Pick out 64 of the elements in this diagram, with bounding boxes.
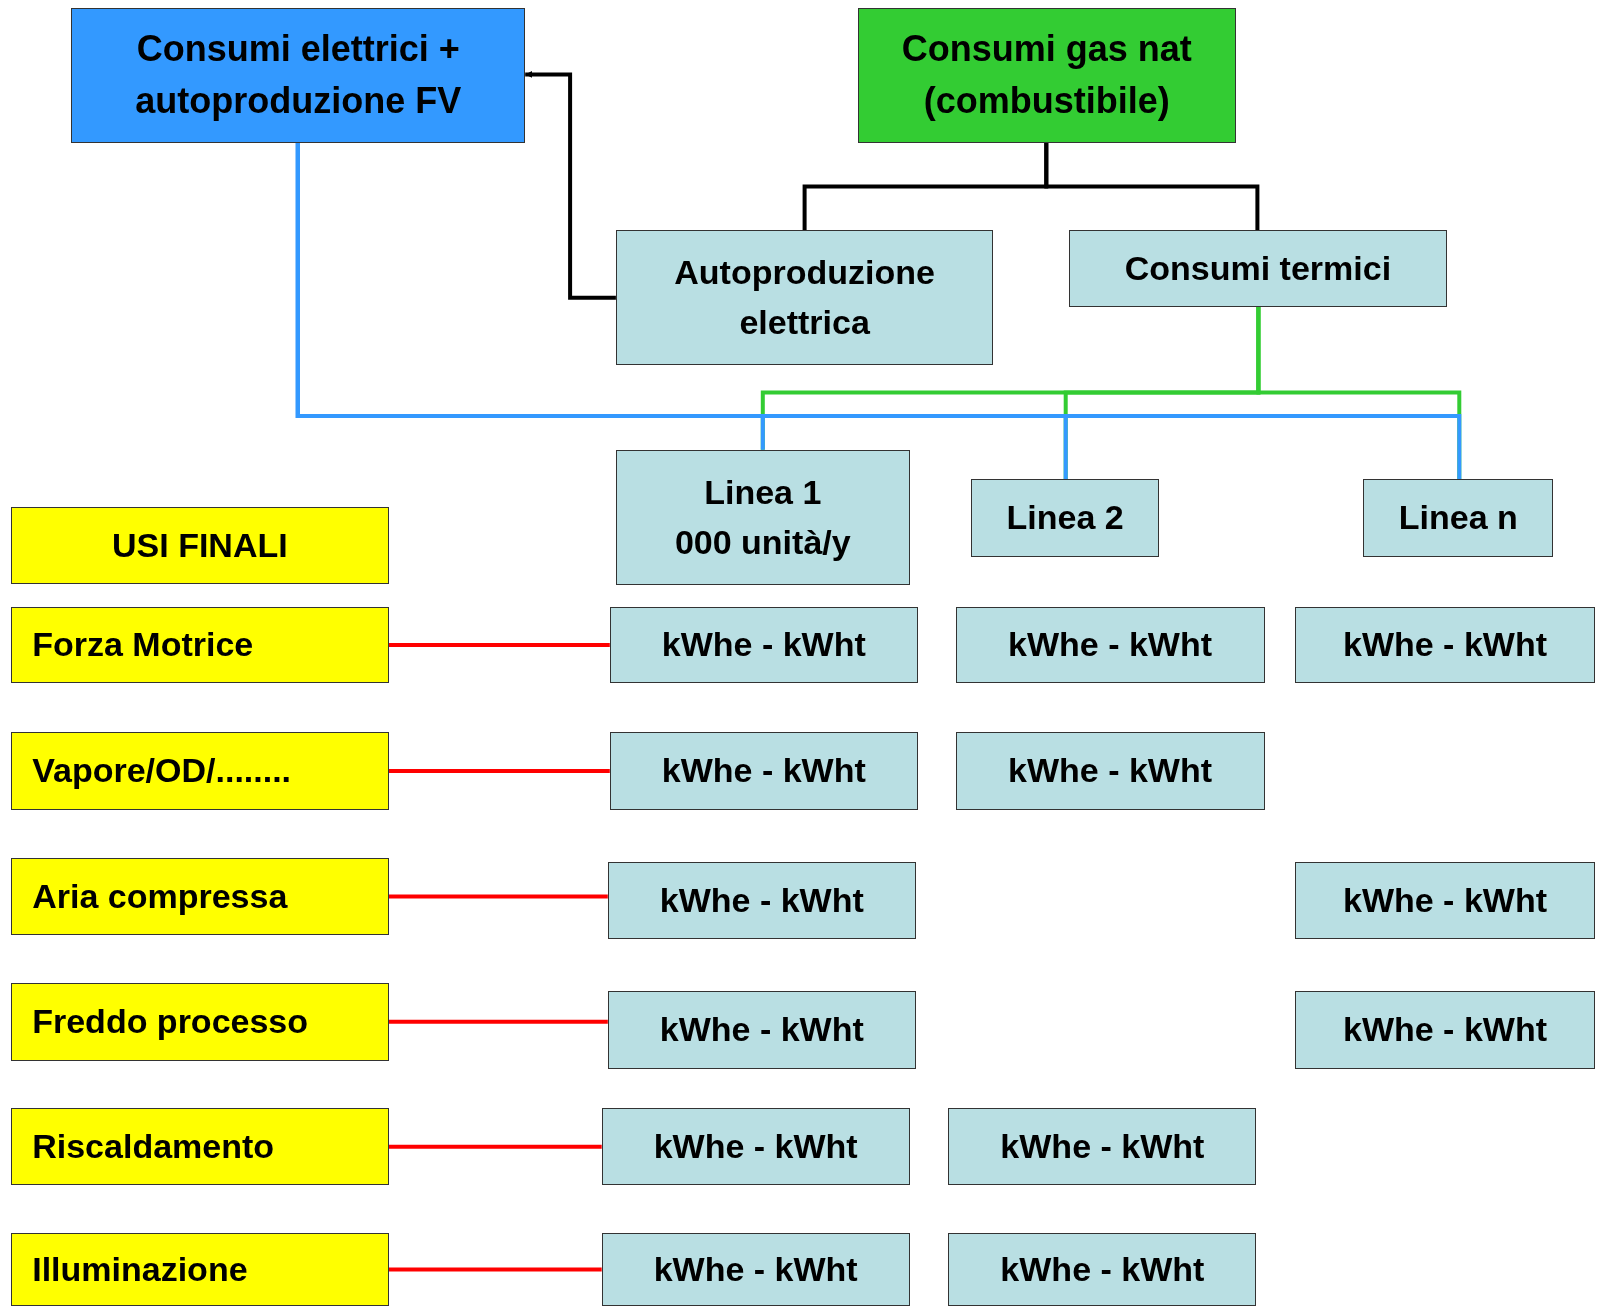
connector-line xyxy=(388,894,608,899)
box-label: Vapore/OD/........ xyxy=(32,750,292,792)
process-box xyxy=(948,1108,1257,1185)
end-use-box xyxy=(11,606,389,684)
box-label: 000 unità/y xyxy=(674,521,851,563)
process-box xyxy=(615,449,910,586)
box-label: kWhe - kWht xyxy=(653,1248,858,1290)
connector-line xyxy=(388,768,610,773)
end-use-box xyxy=(11,732,389,810)
connector-line xyxy=(388,1019,608,1024)
process-box xyxy=(1295,991,1595,1069)
box-label: kWhe - kWht xyxy=(1343,624,1547,666)
box-label: Consumi gas nat (combustibile) xyxy=(900,27,1193,124)
process-box xyxy=(970,479,1160,557)
process-box xyxy=(1295,861,1595,940)
process-box xyxy=(601,1232,910,1307)
box-label: Freddo processo xyxy=(32,1001,309,1043)
end-use-box xyxy=(11,857,389,936)
box-label: kWhe - kWht xyxy=(1000,1126,1205,1168)
box-label: kWhe - kWht xyxy=(661,750,866,792)
box-label: kWhe - kWht xyxy=(659,1009,864,1051)
box-label: Consumi elettrici + autoproduzione FV xyxy=(134,27,463,124)
process-box xyxy=(601,1108,910,1185)
box-label: kWhe - kWht xyxy=(653,1126,858,1168)
box-label: Autoproduzione elettrica xyxy=(673,252,936,343)
box-label: kWhe - kWht xyxy=(659,879,864,921)
process-box xyxy=(1068,230,1448,307)
box-label: Linea n xyxy=(1398,497,1518,539)
process-box xyxy=(948,1232,1257,1307)
process-box xyxy=(609,606,918,684)
end-use-box xyxy=(11,983,389,1061)
process-box xyxy=(955,606,1265,684)
box-label: kWhe - kWht xyxy=(1008,750,1212,792)
end-use-box xyxy=(11,1232,389,1307)
box-label: Linea 1 xyxy=(704,472,822,514)
end-use-box xyxy=(11,1108,389,1185)
box-label: kWhe - kWht xyxy=(1343,1009,1547,1051)
box-label: kWhe - kWht xyxy=(1000,1248,1205,1290)
connector-line xyxy=(388,643,610,647)
connector-line xyxy=(1044,142,1260,231)
box-label: Linea 2 xyxy=(1006,497,1124,539)
box-label: Consumi termici xyxy=(1124,248,1392,290)
process-box xyxy=(609,732,918,810)
process-box xyxy=(615,230,994,366)
box-label: kWhe - kWht xyxy=(661,624,866,666)
box-label: USI FINALI xyxy=(112,524,288,566)
process-box xyxy=(607,991,916,1069)
box-label: kWhe - kWht xyxy=(1343,879,1547,921)
box-label: Forza Motrice xyxy=(32,624,254,666)
end-use-box xyxy=(11,506,389,585)
box-label: Illuminazione xyxy=(32,1248,248,1290)
connector-line xyxy=(295,142,1462,480)
process-box xyxy=(955,732,1265,810)
box-label: Aria compressa xyxy=(32,875,288,917)
source-box xyxy=(71,8,526,143)
process-box xyxy=(607,861,916,940)
process-box xyxy=(1295,606,1595,684)
connector-line xyxy=(388,1144,602,1149)
box-label: kWhe - kWht xyxy=(1008,624,1212,666)
connector-line xyxy=(388,1267,602,1272)
source-box xyxy=(857,8,1236,143)
process-box xyxy=(1363,479,1554,557)
box-label: Riscaldamento xyxy=(32,1126,275,1168)
arrow xyxy=(525,70,616,300)
